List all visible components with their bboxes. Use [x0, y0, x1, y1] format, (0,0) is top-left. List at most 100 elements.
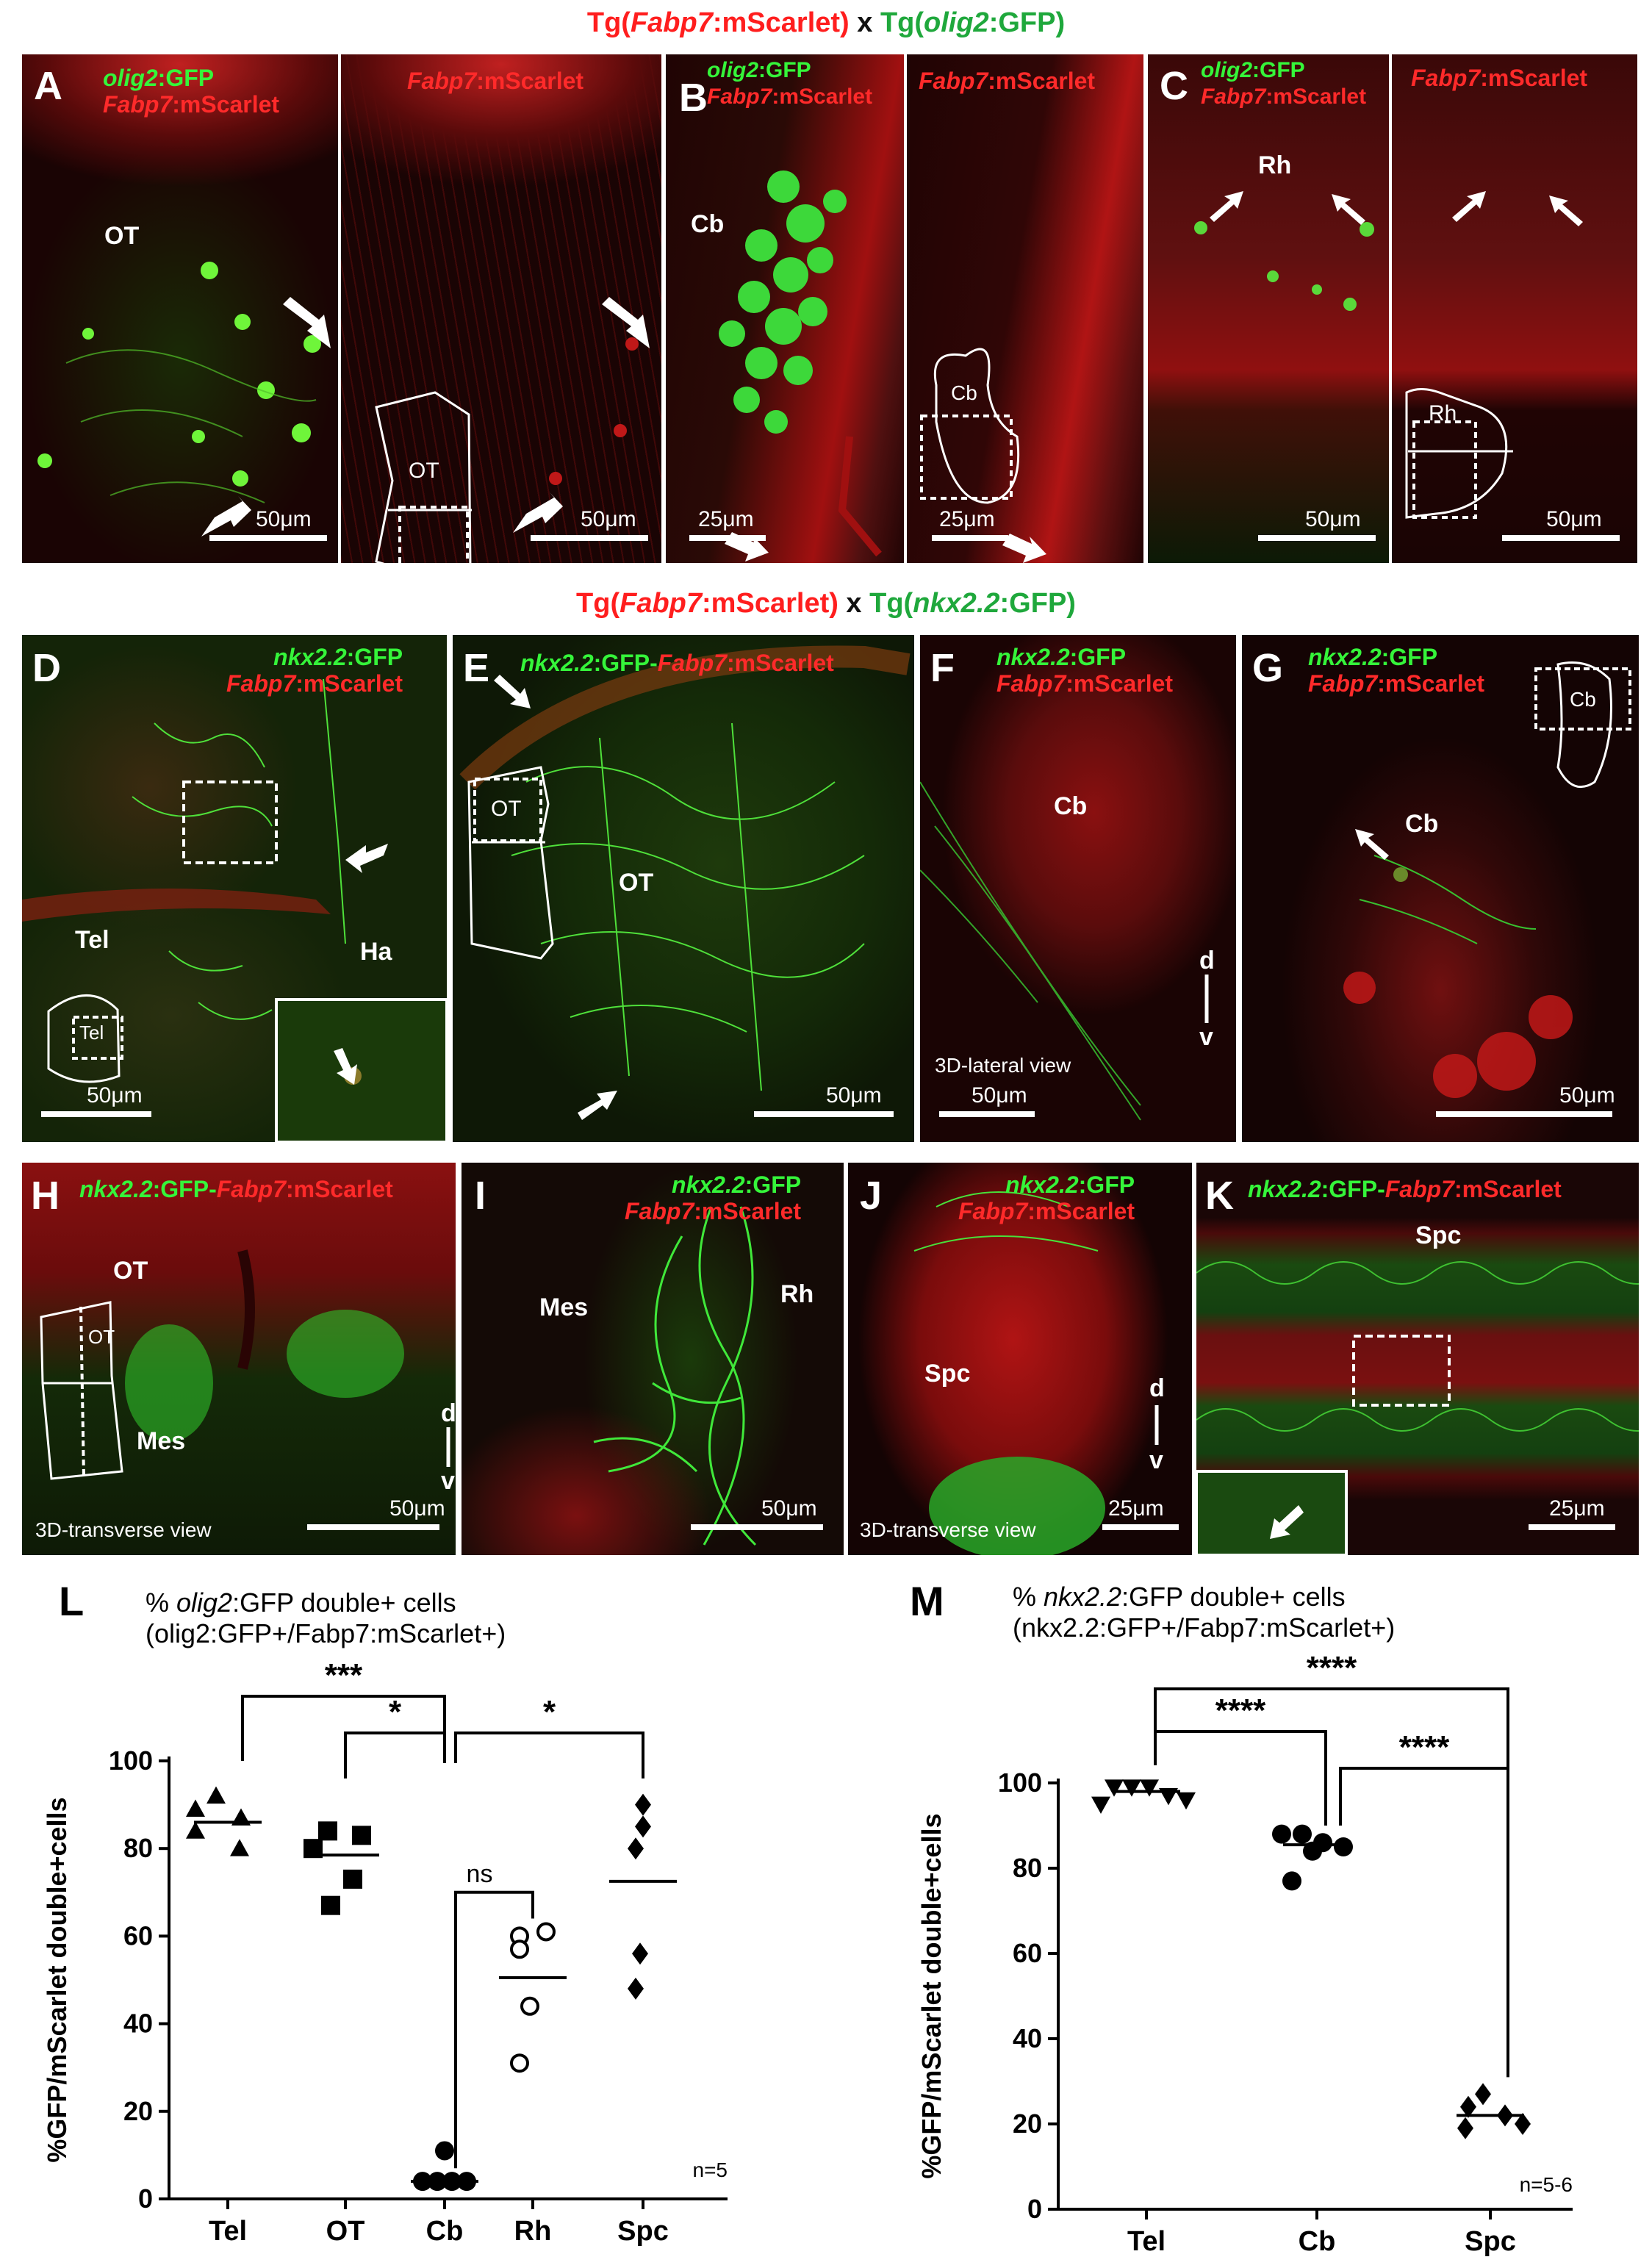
data-point-spc [1475, 2083, 1491, 2106]
panel-c-scale-label: 50μm [1305, 507, 1361, 531]
panel-e-region: OT [619, 869, 654, 897]
panel-g: G nkx2.2:GFP Fabp7:mScarlet Cb Cb 50μm [1242, 635, 1639, 1142]
x-tick-label-tel: Tel [209, 2216, 247, 2247]
panel-a2-channel: Fabp7:mScarlet [407, 68, 584, 94]
panel-d-label: D [32, 646, 61, 690]
y-tick-label: 80 [123, 1833, 153, 1863]
panel-c-channels: olig2:GFP Fabp7:mScarlet [1201, 58, 1367, 109]
panel-c2-region: Rh [1429, 401, 1457, 426]
significance-label: * [389, 1694, 402, 1730]
panel-e-scale-label: 50μm [826, 1083, 882, 1108]
panel-a-merge: A olig2:GFP Fabp7:mScarlet OT 50μm [22, 54, 338, 563]
data-point-rh [510, 1939, 529, 1959]
panel-f-ventral: v [1199, 1023, 1213, 1051]
panel-a2-cells [375, 297, 650, 563]
panel-k: K nkx2.2:GFP-Fabp7:mScarlet Spc 25μm [1196, 1163, 1639, 1555]
panel-f-scale-label: 50μm [972, 1083, 1027, 1108]
panel-a-red: Fabp7:mScarlet OT 50μm [341, 54, 661, 563]
n-label: n=5-6 [1520, 2173, 1573, 2196]
data-point-rh [536, 1922, 556, 1942]
panel-i-region-mes: Mes [539, 1293, 589, 1321]
panel-f-region: Cb [1054, 792, 1088, 820]
panel-a-scale-bar [209, 535, 327, 541]
data-point-spc [1515, 2113, 1531, 2135]
chart-m-title: % nkx2.2:GFP double+ cells (nkx2.2:GFP+/… [1013, 1582, 1396, 1643]
panel-d-drawing [22, 678, 447, 1142]
significance-label: *** [325, 1657, 363, 1693]
panel-j-view: 3D-transverse view [860, 1518, 1036, 1541]
data-point-tel [230, 1839, 249, 1856]
significance-bracket [241, 1695, 446, 1763]
panel-c-scale-bar [1258, 535, 1376, 541]
data-point-rh [510, 2053, 529, 2073]
y-axis-label: %GFP/mScarlet double+cells [44, 1797, 72, 2162]
row2-title: Tg(Fabp7:mScarlet) x Tg(nkx2.2:GFP) [576, 588, 1076, 619]
x-tick-label-tel: Tel [1127, 2226, 1166, 2257]
panel-d-scale-label: 50μm [87, 1083, 143, 1108]
panel-f-view: 3D-lateral view [935, 1054, 1071, 1077]
x-tick-label-cb: Cb [426, 2216, 464, 2247]
data-point-tel [1091, 1796, 1110, 1814]
panel-i-scale-label: 50μm [761, 1496, 817, 1521]
panel-g-scale-label: 50μm [1559, 1083, 1615, 1108]
significance-bracket [344, 1731, 446, 1779]
significance-label: * [543, 1694, 556, 1730]
panel-b2-scale-label: 25μm [939, 507, 995, 531]
panel-b-scale-bar [689, 535, 766, 541]
data-point-cb [1272, 1824, 1291, 1844]
panel-c-red: Fabp7:mScarlet Rh 50μm [1392, 54, 1637, 563]
data-point-ot [318, 1821, 337, 1841]
panel-h-scale-bar [307, 1524, 439, 1530]
panel-b2-scale-bar [932, 535, 1008, 541]
data-point-tel [1122, 1779, 1141, 1797]
panel-c-merge: C olig2:GFP Fabp7:mScarlet Rh 50μm [1148, 54, 1389, 563]
data-point-spc [1460, 2095, 1476, 2118]
panel-h-ventral: v [441, 1467, 455, 1495]
data-point-spc [635, 1793, 651, 1816]
panel-j-drawing [913, 1191, 1159, 1555]
data-point-tel [186, 1799, 205, 1817]
panel-h-channels: nkx2.2:GFP-Fabp7:mScarlet [79, 1176, 393, 1202]
panel-f-label: F [930, 646, 955, 690]
data-point-spc [628, 1977, 644, 2000]
data-point-cb [1334, 1837, 1353, 1856]
panel-a2-region: OT [409, 459, 439, 483]
panel-b-region: Cb [691, 210, 725, 238]
x-tick-label-rh: Rh [514, 2216, 552, 2247]
panel-c-cells [1194, 191, 1374, 311]
panel-a-channels: olig2:GFP Fabp7:mScarlet [103, 65, 280, 118]
panel-g-inset: Cb [1570, 688, 1596, 711]
significance-bracket [1339, 1767, 1509, 2078]
panel-e: E nkx2.2:GFP-Fabp7:mScarlet OT OT 50μm [453, 635, 914, 1142]
panel-k-region: Spc [1415, 1221, 1462, 1249]
panel-e-drawing [459, 645, 911, 1120]
panel-e-scale-bar [754, 1111, 894, 1117]
x-tick-label-spc: Spc [1465, 2226, 1516, 2257]
y-axis-label: %GFP/mScarlet double+cells [916, 1813, 947, 2178]
panel-h: H nkx2.2:GFP-Fabp7:mScarlet OT Mes OT d … [22, 1163, 456, 1555]
y-tick-label: 100 [109, 1745, 153, 1776]
panel-b2-channel: Fabp7:mScarlet [919, 68, 1096, 94]
data-point-spc [628, 1837, 644, 1860]
panel-a2-scale-bar [531, 535, 648, 541]
panel-c-label: C [1160, 64, 1188, 108]
panel-a2-scale-label: 50μm [581, 507, 636, 531]
panel-h-inset: OT [88, 1326, 115, 1348]
y-tick-label: 20 [123, 2096, 153, 2126]
panel-j-scale-label: 25μm [1108, 1496, 1164, 1521]
significance-bracket [1154, 1687, 1509, 2078]
data-point-ot [352, 1826, 371, 1845]
data-point-spc [635, 1815, 651, 1838]
y-tick-label: 80 [1013, 1853, 1042, 1883]
significance-label: **** [1307, 1650, 1357, 1686]
data-point-tel [1105, 1779, 1124, 1797]
panel-f-dorsal: d [1199, 947, 1215, 975]
data-point-tel [206, 1786, 226, 1804]
data-point-rh [520, 1996, 539, 2016]
significance-label: **** [1399, 1729, 1450, 1765]
panel-i-channels: nkx2.2:GFP Fabp7:mScarlet [625, 1171, 802, 1224]
data-point-cb [1293, 1824, 1312, 1844]
panel-a-region-ot: OT [104, 222, 140, 250]
